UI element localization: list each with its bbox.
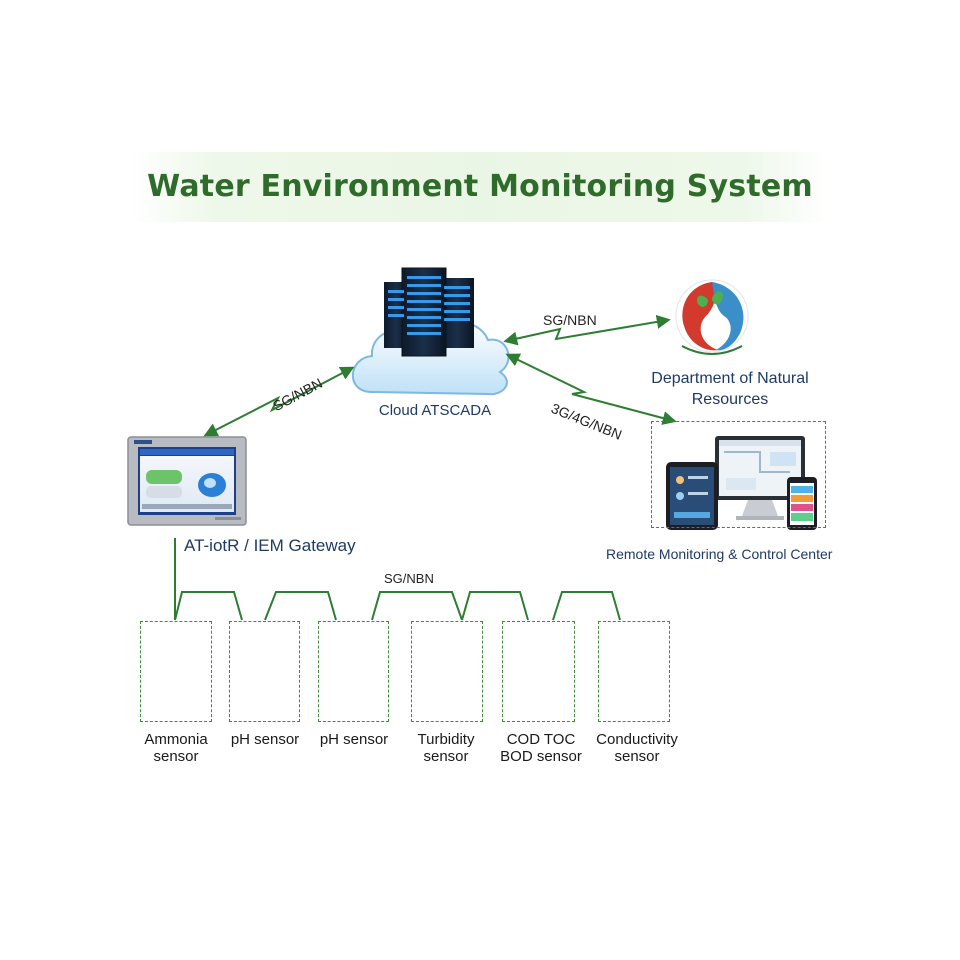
sensor-label-turbidity: Turbidity sensor <box>391 731 501 765</box>
remote-center-label: Remote Monitoring & Control Center <box>606 546 833 562</box>
page-title: Water Environment Monitoring System <box>147 169 813 204</box>
sensor-label-line2: sensor <box>153 748 199 765</box>
sensor-box-turbidity <box>411 621 483 722</box>
sensor-box-ph-2 <box>318 621 389 722</box>
title-band <box>130 152 830 222</box>
sensor-label-line2: sensor <box>614 748 660 765</box>
sensor-label-ph-1: pH sensor <box>210 731 320 748</box>
cloud-server-icon <box>351 267 510 396</box>
link-cloud-department <box>503 314 671 346</box>
department-label-line2: Resources <box>691 391 769 408</box>
remote-devices-icon <box>666 436 817 530</box>
gateway-hmi-icon <box>127 436 247 526</box>
department-logo-icon <box>675 279 749 355</box>
cloud-label: Cloud ATSCADA <box>378 402 492 419</box>
sensor-label-line1: Conductivity <box>596 731 678 748</box>
remote-center-frame <box>651 421 826 528</box>
sensor-label-line1: pH sensor <box>319 731 389 748</box>
sensor-label-line1: COD TOC <box>506 731 576 748</box>
sensor-label-line1: Ammonia <box>144 731 208 748</box>
sensor-label-line1: Turbidity <box>417 731 475 748</box>
link-label-cloud-department: SG/NBN <box>543 312 597 328</box>
sensor-box-ph-1 <box>229 621 300 722</box>
gateway-label: AT-iotR / IEM Gateway <box>184 536 356 555</box>
sensor-box-conductivity <box>598 621 670 722</box>
sensor-label-cod: COD TOC BOD sensor <box>486 731 596 765</box>
sensor-box-cod <box>502 621 575 722</box>
department-label: Department of Natural Resources <box>620 368 840 410</box>
link-cloud-gateway <box>203 366 355 437</box>
sensor-label-ph-2: pH sensor <box>299 731 409 748</box>
sensor-bus <box>174 538 621 621</box>
link-label-sensor-bus: SG/NBN <box>384 571 434 586</box>
sensor-label-conductivity: Conductivity sensor <box>582 731 692 765</box>
sensor-box-ammonia <box>140 621 212 722</box>
sensor-label-line2: BOD sensor <box>500 748 582 765</box>
sensor-label-line2: sensor <box>423 748 469 765</box>
link-cloud-remote <box>505 353 677 425</box>
department-label-line1: Department of Natural <box>651 370 809 387</box>
sensor-label-line1: pH sensor <box>230 731 300 748</box>
sensor-label-ammonia: Ammonia sensor <box>121 731 231 765</box>
